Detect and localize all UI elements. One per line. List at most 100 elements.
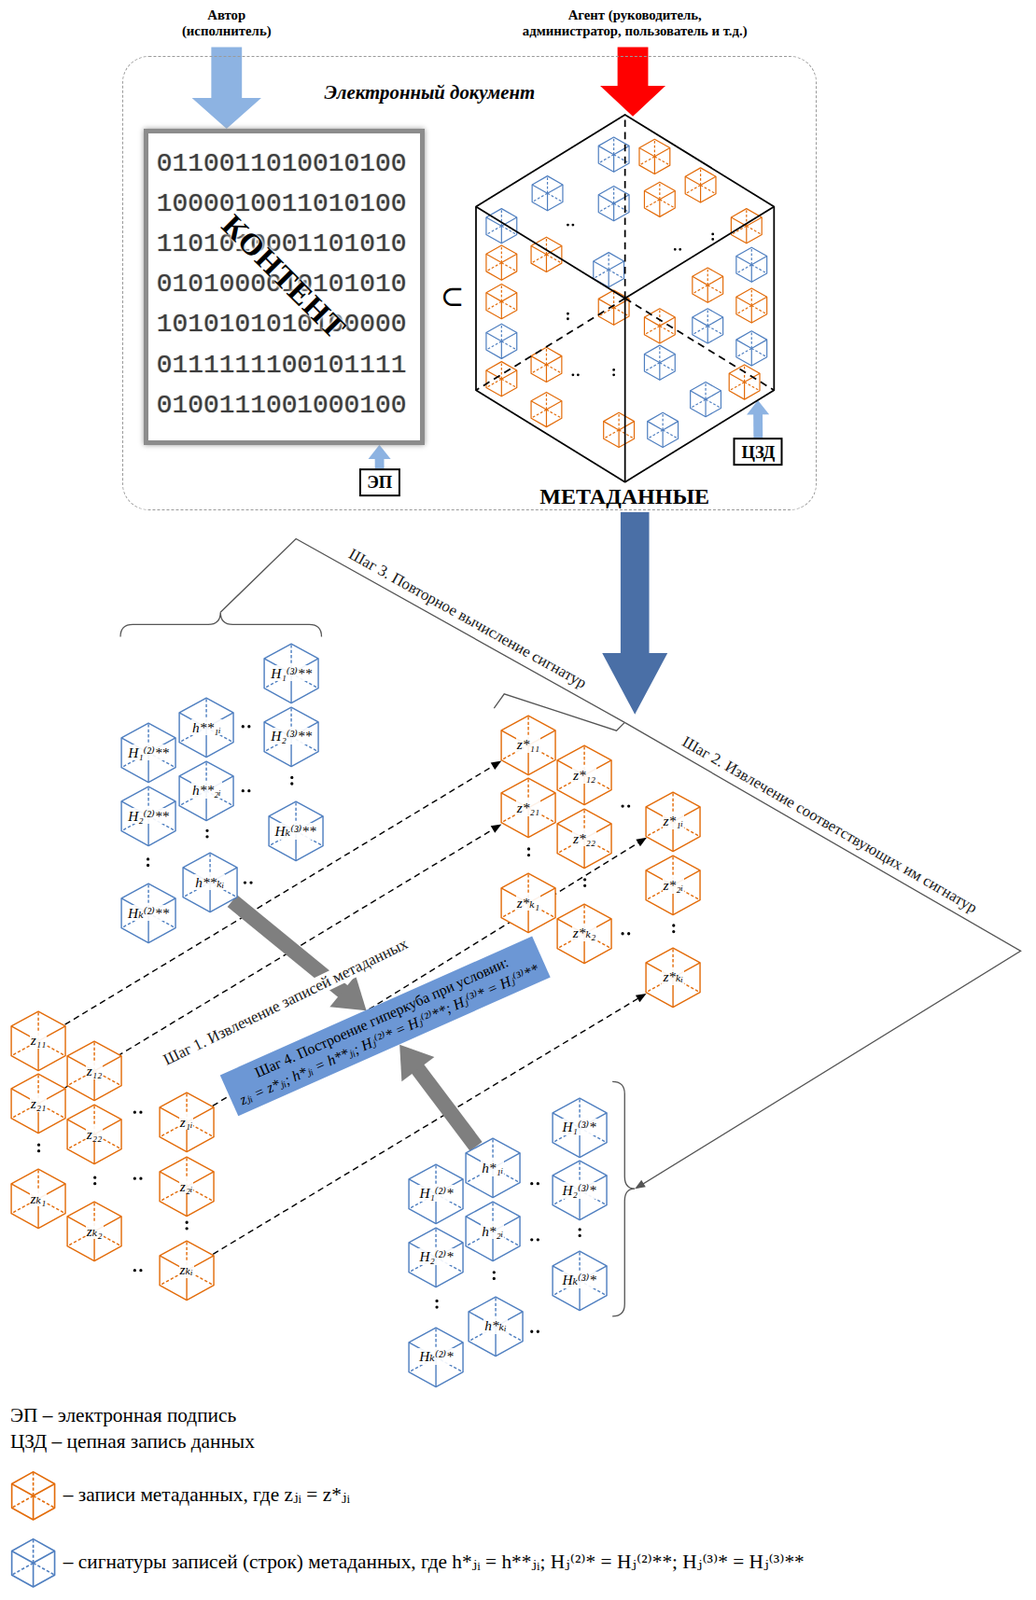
label-holder: Шаг 3. Повторное вычисление сигнатур bbox=[342, 543, 592, 694]
cube-edge bbox=[613, 154, 615, 173]
cube-figure bbox=[689, 382, 721, 418]
text-holder: Шаг 4. Построение гиперкуба при условии: bbox=[229, 943, 535, 1093]
cube-edge bbox=[707, 318, 723, 327]
text-holder: z*₂₁ bbox=[500, 799, 557, 817]
label-holder: ⊂ bbox=[440, 281, 465, 315]
cube-edge bbox=[500, 379, 502, 398]
cube-figure bbox=[552, 1098, 607, 1158]
cube-hidden-edge bbox=[32, 1540, 35, 1565]
text-holder: Hₖ⁽³⁾* bbox=[551, 1272, 608, 1289]
vertical-dots bbox=[578, 1230, 582, 1243]
author-arrow bbox=[192, 46, 262, 128]
cube-edge bbox=[658, 199, 660, 218]
cube-hidden-edge bbox=[705, 400, 721, 409]
cube-outline bbox=[159, 1092, 214, 1152]
cube-outline bbox=[602, 413, 634, 448]
cube-label: h*₁ᵢ bbox=[480, 1160, 504, 1177]
arrow-head bbox=[746, 400, 770, 415]
cube-label: z*ₖ₁ bbox=[516, 895, 542, 912]
cube-label: z₁₁ bbox=[29, 1032, 48, 1050]
cube-outline bbox=[409, 1328, 464, 1387]
cube-outline bbox=[485, 209, 517, 244]
cube-hidden-edge bbox=[531, 410, 546, 420]
cube-label: H₂⁽²⁾* bbox=[418, 1248, 454, 1266]
cube-edge bbox=[728, 374, 744, 383]
record-cube: z*ₖ₂ bbox=[556, 903, 613, 966]
label-text: Шаг 3. Повторное вычисление сигнатур bbox=[342, 543, 592, 694]
text-holder: z₂₁ bbox=[10, 1095, 67, 1113]
cube-outline bbox=[689, 382, 721, 418]
cube-edge bbox=[485, 293, 501, 302]
cube-outline bbox=[645, 948, 700, 1008]
cube-figure bbox=[598, 138, 630, 173]
cube-edge bbox=[638, 148, 654, 157]
cube-hidden-edge bbox=[750, 248, 752, 266]
text-holder: H₂⁽³⁾* bbox=[551, 1182, 608, 1200]
horizontal-dots bbox=[532, 1330, 545, 1334]
text-holder: H₁⁽²⁾* bbox=[407, 1185, 464, 1203]
cube-outline bbox=[409, 1164, 464, 1224]
cube-hidden-edge bbox=[735, 349, 751, 358]
cube-label: z*ₖᵢ bbox=[661, 968, 685, 986]
signature-cube: H₂⁽³⁾** bbox=[263, 706, 320, 769]
cube-hidden-edge bbox=[661, 413, 663, 432]
cube-figure bbox=[501, 873, 556, 933]
cube-hidden-edge bbox=[531, 254, 546, 264]
cube-figure bbox=[638, 140, 670, 175]
cube-edge bbox=[546, 246, 561, 255]
cube-label: Hₖ⁽²⁾* bbox=[418, 1348, 454, 1366]
connector bbox=[368, 445, 392, 469]
cube-edge bbox=[485, 333, 501, 342]
vertical-dots bbox=[583, 880, 587, 893]
connector bbox=[212, 994, 646, 1255]
cube-hidden-edge bbox=[707, 326, 723, 336]
cube-figure bbox=[532, 176, 563, 211]
label-text: Автор (исполнитель) bbox=[182, 7, 272, 40]
cube-edge bbox=[745, 226, 747, 245]
text-holder: МЕТАДАННЫЕ bbox=[414, 484, 836, 510]
cube-outline bbox=[644, 346, 675, 381]
cube-figure bbox=[159, 1092, 214, 1152]
cube-hidden-edge bbox=[617, 413, 619, 432]
record-cube: z₁₁ bbox=[10, 1010, 67, 1073]
text-holder: z*ₖ₁ bbox=[500, 895, 557, 912]
cube-edge bbox=[476, 207, 626, 299]
legend-swatch bbox=[10, 1538, 56, 1590]
cube-edge bbox=[546, 401, 561, 410]
cube-hidden-edge bbox=[662, 430, 678, 439]
cube-label: H₁⁽²⁾* bbox=[418, 1185, 454, 1203]
cube-edge bbox=[546, 194, 547, 212]
cube-hidden-edge bbox=[12, 1496, 34, 1509]
cube-outline bbox=[501, 873, 556, 933]
cube-hidden-edge bbox=[613, 308, 629, 317]
cube-outline bbox=[598, 186, 630, 222]
text-holder: z*₁₁ bbox=[500, 736, 557, 754]
cube-hidden-edge bbox=[745, 226, 761, 236]
step-text: zⱼᵢ = z*ⱼᵢ; h*ⱼᵢ = h**ⱼᵢ; Hⱼ⁽²⁾* = Hⱼ⁽²⁾… bbox=[237, 960, 543, 1110]
cube-figure bbox=[531, 238, 562, 273]
cube-edge bbox=[608, 261, 624, 270]
cube-outline bbox=[11, 1169, 66, 1229]
cube-edge bbox=[743, 382, 745, 401]
cube-figure bbox=[179, 761, 234, 821]
cube-label: H₁⁽³⁾** bbox=[269, 665, 313, 683]
cube-edge bbox=[735, 256, 751, 266]
tag-box: ЦЗД bbox=[733, 438, 784, 467]
cube-edge bbox=[644, 191, 659, 200]
cube-outline bbox=[12, 1472, 56, 1521]
cube-hidden-edge bbox=[644, 363, 659, 372]
cube-edge bbox=[12, 1552, 34, 1565]
cube-figure bbox=[531, 392, 562, 428]
cube-hidden-edge bbox=[501, 302, 517, 311]
cube-hidden-edge bbox=[12, 1563, 34, 1576]
cube-outline bbox=[557, 904, 612, 964]
vertical-dots bbox=[184, 1222, 188, 1235]
cube-edge bbox=[691, 318, 707, 327]
cube-hidden-edge bbox=[500, 284, 502, 303]
node-text: ЦЗД bbox=[741, 442, 775, 462]
node-text: Электронный документ bbox=[323, 81, 535, 104]
cube-hidden-edge bbox=[706, 268, 708, 287]
vertical-dots bbox=[290, 777, 294, 790]
cube-edge bbox=[598, 195, 614, 204]
label-text: ⊂ bbox=[440, 281, 465, 315]
